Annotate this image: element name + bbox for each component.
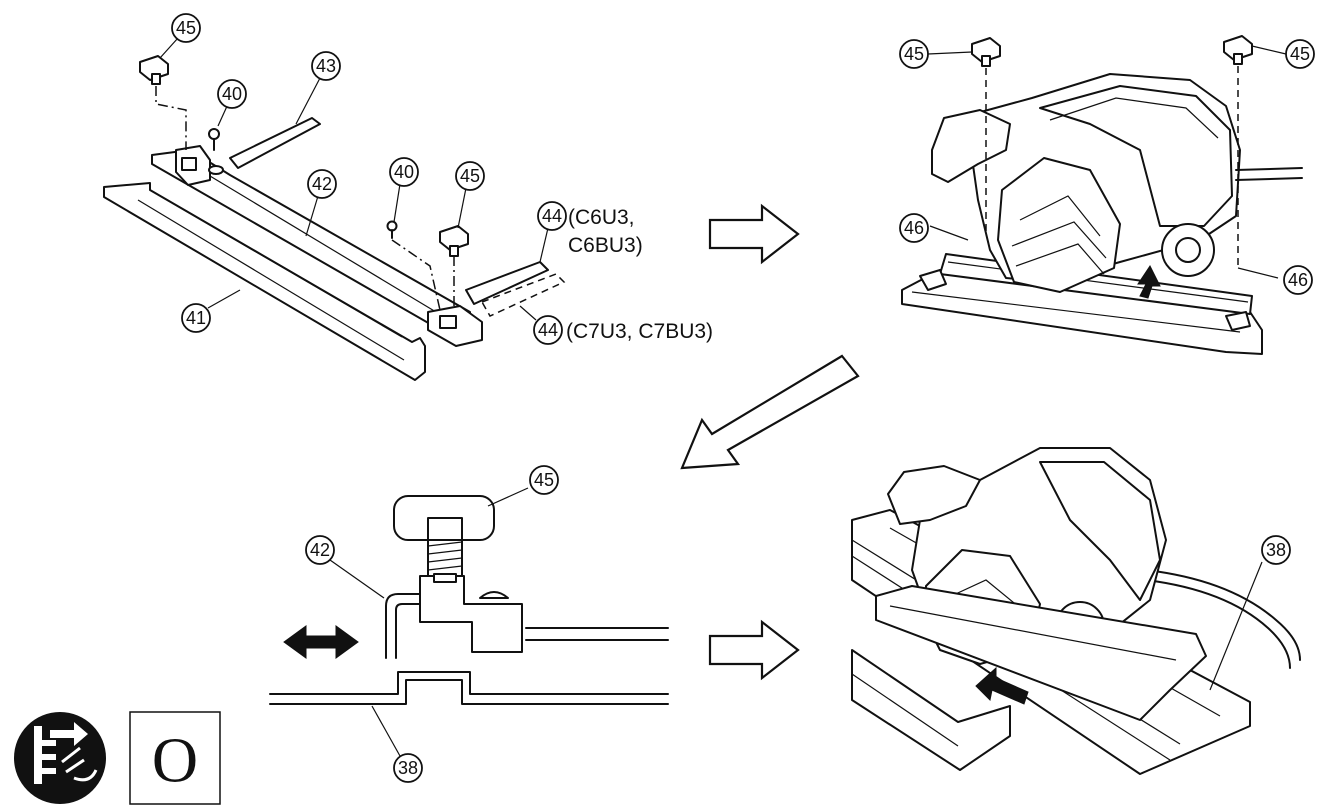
model-label-c6-line1: (C6U3,: [568, 206, 635, 229]
rail-38-profile: [269, 671, 669, 695]
clamp-block: [419, 575, 523, 653]
callout-44-b: 44: [533, 315, 563, 345]
svg-text:46: 46: [1288, 270, 1308, 290]
svg-text:45: 45: [904, 44, 924, 64]
svg-text:40: 40: [222, 84, 242, 104]
svg-text:44: 44: [538, 320, 558, 340]
callout-45-top-right: 45: [1285, 39, 1315, 69]
svg-text:41: 41: [186, 308, 206, 328]
guide-plate-42-profile: [385, 593, 421, 659]
wing-screw-45-top-right: [1223, 35, 1253, 65]
svg-text:38: 38: [1266, 540, 1286, 560]
callout-38-b: 38: [1261, 535, 1291, 565]
svg-text:45: 45: [176, 18, 196, 38]
wing-screw-45-left: [139, 55, 169, 85]
saw-motor-housing: [997, 157, 1121, 293]
saw-on-rail-view: [851, 447, 1301, 775]
strip-part-43: [229, 117, 321, 169]
strip-part-44-dashed: [480, 273, 566, 317]
exploded-parts-view: [103, 37, 566, 381]
callout-42-b: 42: [305, 535, 335, 565]
svg-text:42: 42: [312, 174, 332, 194]
cross-section-view: [269, 487, 669, 757]
svg-text:42: 42: [310, 540, 330, 560]
callout-40-b: 40: [389, 157, 419, 187]
flow-arrow-right-bottom: [708, 619, 800, 681]
screw-40-right: [386, 220, 398, 239]
flow-arrow-diagonal: [680, 354, 860, 470]
callout-45-b: 45: [455, 161, 485, 191]
callout-45-c: 45: [529, 465, 559, 495]
svg-text:45: 45: [460, 166, 480, 186]
callout-43: 43: [311, 51, 341, 81]
callout-42-a: 42: [307, 169, 337, 199]
screw-40-left: [208, 128, 224, 175]
svg-text:38: 38: [398, 758, 418, 778]
callout-41: 41: [181, 303, 211, 333]
up-arrow: [1137, 265, 1161, 299]
saw-blade-guard: [1039, 85, 1233, 227]
wing-screw-45-top-left: [971, 37, 1001, 67]
unplug-icon: [14, 712, 106, 804]
model-label-c7: (C7U3, C7BU3): [566, 320, 713, 343]
saw-handle-on-rail: [887, 465, 981, 525]
saw-handle: [931, 109, 1011, 183]
svg-text:45: 45: [534, 470, 554, 490]
callout-46-right: 46: [1283, 265, 1313, 295]
mode-symbol-o: O: [152, 725, 198, 796]
ruler-part-41: [103, 182, 426, 381]
saw-mount-view: [901, 35, 1303, 355]
callout-45-top-left: 45: [899, 39, 929, 69]
svg-text:46: 46: [904, 218, 924, 238]
svg-text:40: 40: [394, 162, 414, 182]
svg-text:44: 44: [542, 206, 562, 226]
svg-text:43: 43: [316, 56, 336, 76]
left-arrow: [975, 666, 1029, 705]
double-arrow: [283, 625, 359, 659]
mode-symbol-box: O: [129, 711, 221, 805]
flow-arrow-right-top: [708, 203, 800, 265]
wing-screw-45-right: [439, 225, 469, 257]
strip-part-44-solid: [465, 261, 549, 305]
callout-40-a: 40: [217, 79, 247, 109]
callout-46-left: 46: [899, 213, 929, 243]
model-label-c6-line2: C6BU3): [568, 234, 643, 257]
callout-38-a: 38: [393, 753, 423, 783]
callout-44-a: 44: [537, 201, 567, 231]
svg-text:45: 45: [1290, 44, 1310, 64]
callout-45-a: 45: [171, 13, 201, 43]
